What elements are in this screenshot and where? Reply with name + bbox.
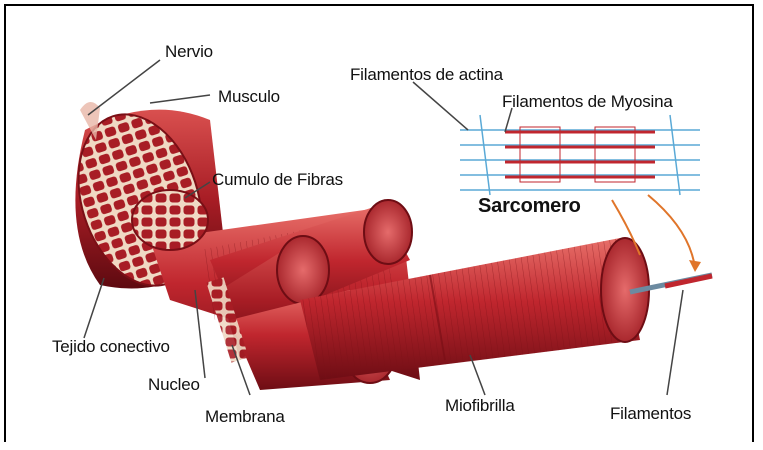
label-nervio: Nervio: [165, 42, 213, 61]
label-sarcomero: Sarcomero: [478, 195, 581, 217]
label-musculo: Musculo: [218, 87, 280, 106]
sarcomere: [460, 114, 700, 196]
label-membrana: Membrana: [205, 407, 285, 426]
label-filamentos: Filamentos: [610, 404, 692, 423]
label-miofibrilla: Miofibrilla: [445, 396, 515, 415]
filaments-out: [629, 272, 713, 295]
label-filamentos-de-myosina: Filamentos de Myosina: [502, 92, 673, 111]
label-cumulo-de-fibras: Cumulo de Fibras: [212, 170, 343, 189]
diagram-frame: [4, 4, 754, 442]
label-tejido-conectivo: Tejido conectivo: [52, 337, 170, 356]
zoom-arrows: [611, 194, 701, 272]
label-nucleo: Nucleo: [148, 375, 200, 394]
leader-lines: [83, 59, 684, 396]
label-filamentos-de-actina: Filamentos de actina: [350, 65, 503, 84]
myofibril: [300, 237, 650, 380]
